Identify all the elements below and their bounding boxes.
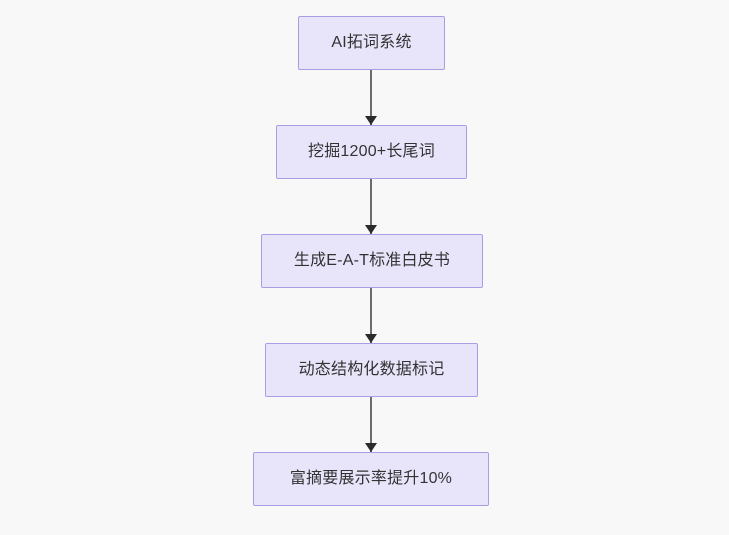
flowchart-node-mine-longtail-keywords[interactable]: 挖掘1200+长尾词	[276, 125, 467, 179]
arrowhead-icon	[365, 334, 377, 343]
node-label: AI拓词系统	[331, 34, 412, 52]
node-label: 动态结构化数据标记	[298, 361, 445, 379]
flowchart-node-generate-eat-whitepaper[interactable]: 生成E-A-T标准白皮书	[261, 234, 483, 288]
flowchart-node-dynamic-structured-data-markup[interactable]: 动态结构化数据标记	[265, 343, 478, 397]
edge-line	[370, 70, 372, 125]
arrowhead-icon	[365, 116, 377, 125]
arrowhead-icon	[365, 225, 377, 234]
node-label: 挖掘1200+长尾词	[308, 143, 435, 161]
node-label: 生成E-A-T标准白皮书	[293, 252, 451, 270]
flowchart-node-ai-keyword-system[interactable]: AI拓词系统	[298, 16, 445, 70]
edge-line	[370, 179, 372, 234]
edge-line	[370, 397, 372, 452]
flowchart-node-rich-snippet-impression-lift[interactable]: 富摘要展示率提升10%	[253, 452, 489, 506]
node-label: 富摘要展示率提升10%	[289, 470, 453, 488]
arrowhead-icon	[365, 443, 377, 452]
edge-line	[370, 288, 372, 343]
